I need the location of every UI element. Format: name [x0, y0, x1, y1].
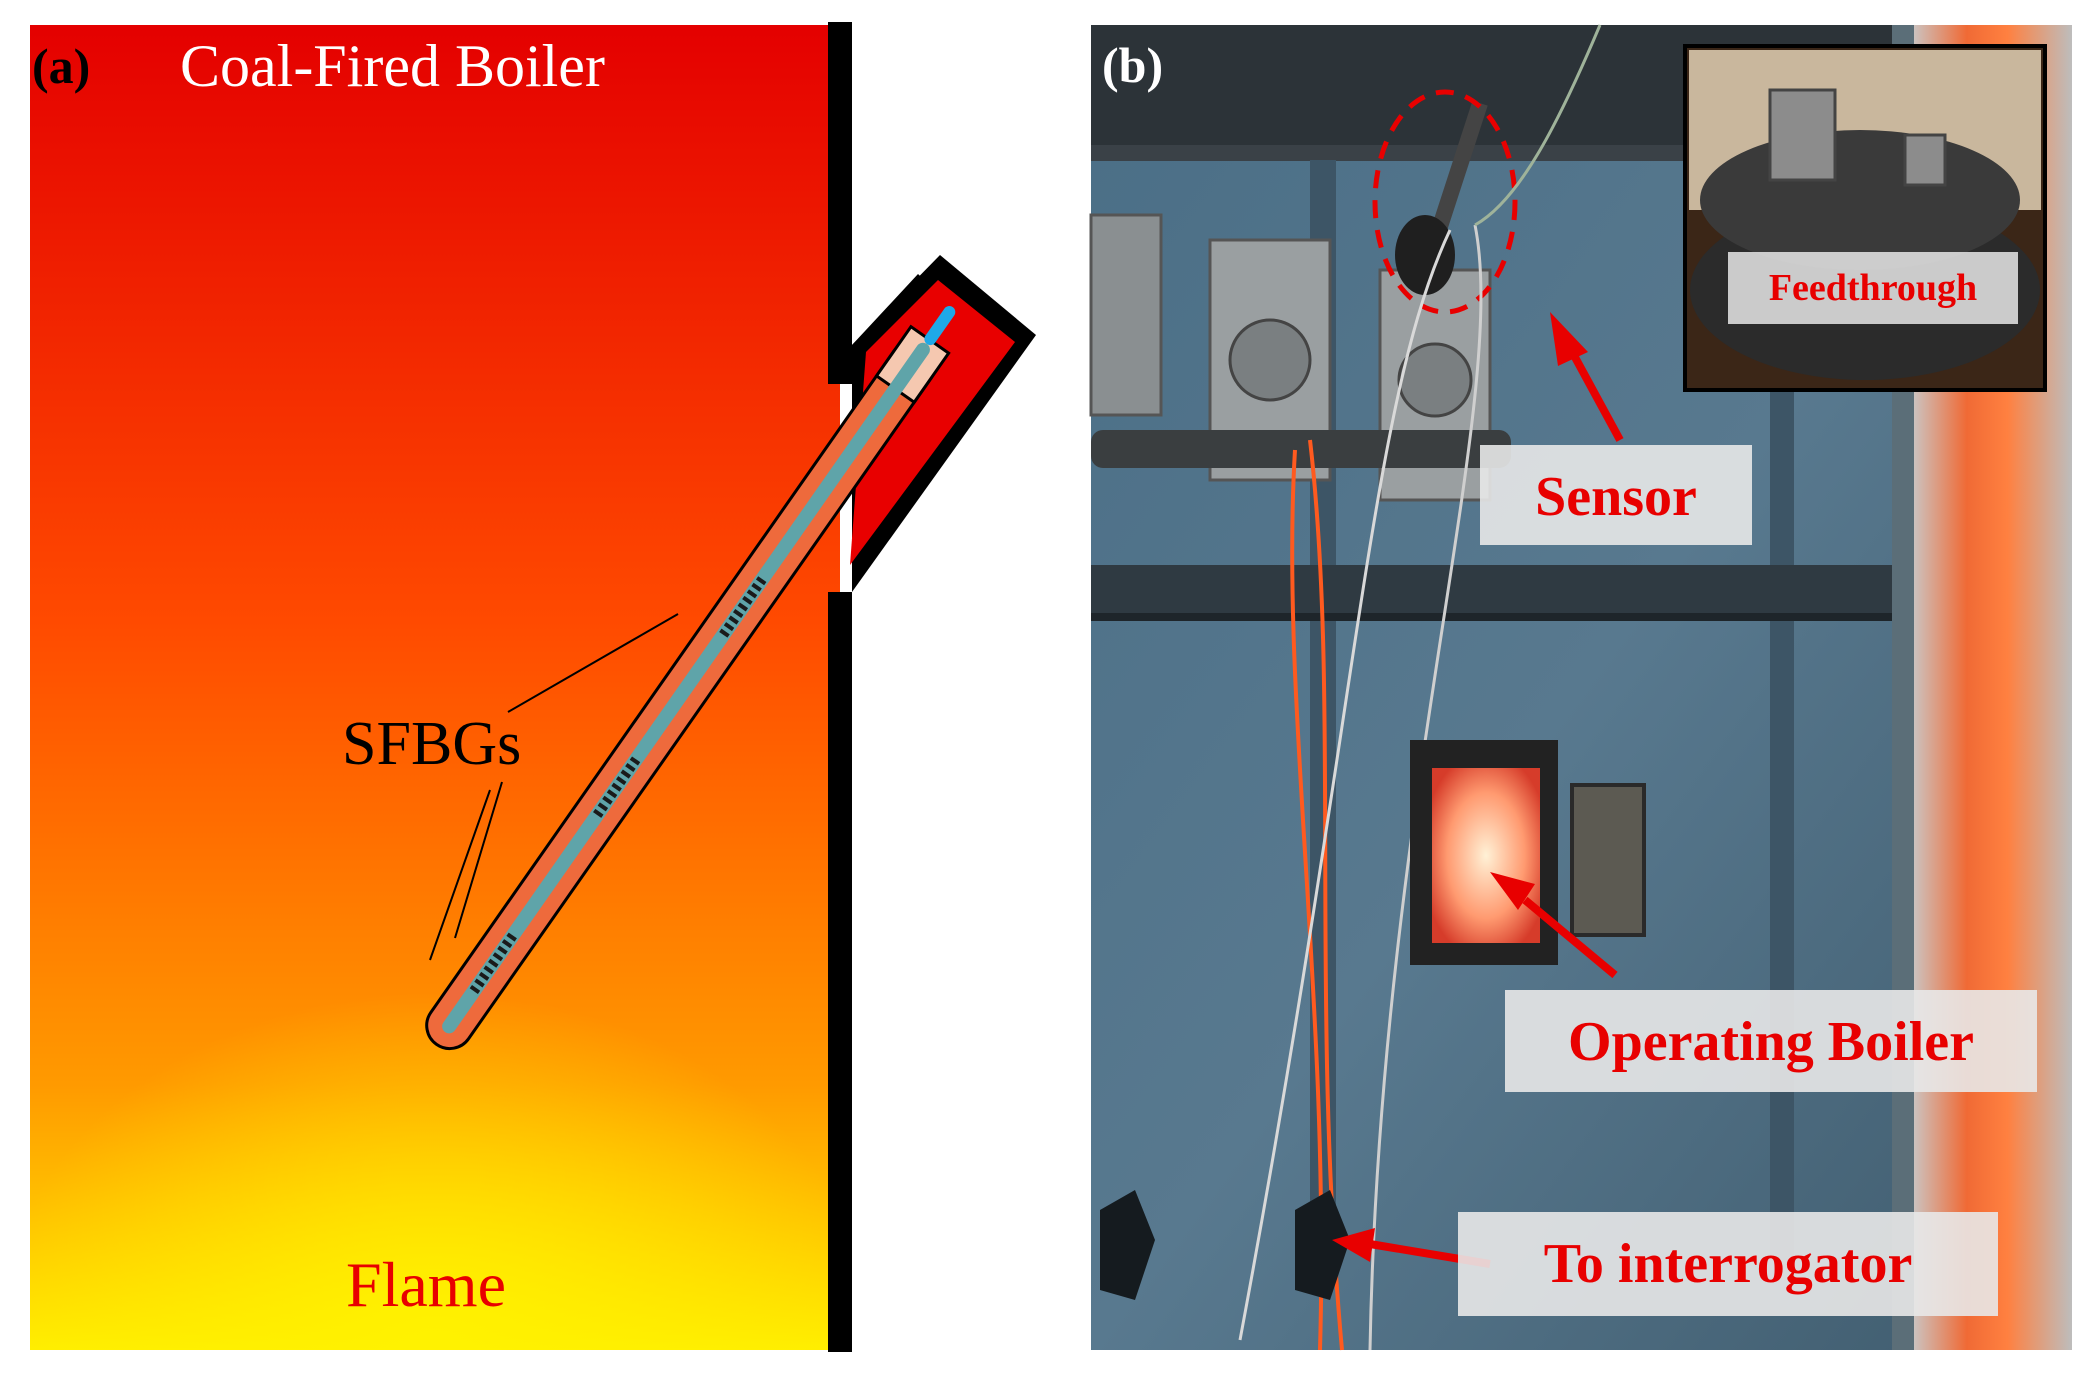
mid-beam — [1091, 565, 1911, 615]
grating-3-mark — [751, 582, 762, 592]
viewport-fire — [1432, 768, 1540, 943]
grating-2-mark — [597, 802, 609, 812]
interrogator-label: To interrogator — [1544, 1233, 1913, 1295]
interrogator-label-box — [1458, 1212, 1998, 1316]
sensor-arrow-shaft — [1566, 346, 1624, 442]
boiler-arrow-head — [1490, 872, 1535, 910]
boiler-schematic: (a) Coal-Fired Boiler SFBGs Flame — [30, 22, 1036, 1352]
inset-label-box — [1728, 252, 2018, 324]
grating-2-mark — [593, 808, 604, 818]
sensor-tube — [1432, 100, 1488, 230]
grating-2-mark — [602, 795, 613, 805]
panel-b-photo: Feedthrough Sensor Operating Boiler To i… — [1080, 0, 2082, 1373]
white-cable-1 — [1238, 229, 1452, 1341]
grating-1-mark — [501, 939, 513, 949]
hex-opening-2 — [1295, 1190, 1350, 1300]
fiber-lead — [924, 306, 956, 346]
grating-2-mark — [625, 763, 636, 773]
grating-2-mark — [620, 769, 632, 779]
sfbg-leader-lines — [429, 613, 679, 961]
boiler-label-box — [1505, 990, 2037, 1092]
grating-1-mark — [492, 952, 504, 962]
hex-opening-1 — [1100, 1190, 1155, 1300]
manifold-pipe — [1091, 430, 1511, 468]
mid-beam-edge — [1091, 613, 1911, 621]
sensor-label: Sensor — [1535, 466, 1697, 528]
sensor-label-box — [1480, 445, 1752, 545]
panel-a-label: (a) — [32, 38, 90, 94]
grating-3-mark — [723, 622, 735, 632]
sensor-callout-ellipse — [1372, 89, 1518, 315]
grating-1-mark — [478, 971, 490, 981]
feedthrough-inset: Feedthrough — [1683, 44, 2047, 392]
feedthrough-nut — [1768, 88, 1837, 182]
panel-a-schematic: (a) Coal-Fired Boiler SFBGs Flame — [30, 22, 1036, 1352]
feedthrough-top — [1700, 130, 2020, 270]
leader-line-upper — [507, 613, 679, 713]
boiler-arrow-shaft — [1522, 896, 1618, 979]
leader-line-low — [429, 789, 491, 961]
grating-1-mark — [469, 984, 481, 995]
sensor-body — [1395, 100, 1488, 295]
flame-label: Flame — [346, 1249, 506, 1320]
boiler-photo: Feedthrough Sensor Operating Boiler To i… — [1089, 24, 2072, 1351]
grating-3-mark — [737, 602, 749, 612]
green-lead — [1474, 24, 1602, 227]
feedthrough-label: Feedthrough — [1769, 267, 1977, 309]
grating-3-mark — [746, 589, 758, 599]
sensor-housing — [1395, 215, 1455, 295]
transmitter-1 — [1089, 213, 1163, 417]
boiler-wall-lower — [828, 592, 852, 1352]
floor-hex-openings — [1100, 1190, 1350, 1300]
leader-line-mid — [454, 781, 503, 939]
feedthrough-fitting — [1903, 133, 1947, 187]
grating-3-mark — [732, 609, 744, 619]
grating-1-mark — [506, 932, 517, 942]
grating-1-mark — [474, 978, 485, 988]
grating-2-mark — [611, 782, 622, 792]
grating-2-mark — [606, 789, 618, 799]
grating-marks — [469, 576, 767, 995]
grating-3-mark — [755, 576, 767, 586]
transmitter-2-dial — [1228, 318, 1312, 402]
sensor-probe — [425, 306, 956, 1051]
sfbgs-label: SFBGs — [342, 710, 521, 778]
grating-3-mark — [728, 615, 739, 625]
optical-fiber — [442, 342, 930, 1034]
interrogator-arrow-head — [1332, 1228, 1375, 1262]
operating-boiler-label: Operating Boiler — [1568, 1011, 1974, 1073]
white-cable-2 — [1368, 224, 1483, 1351]
grating-3-mark — [719, 628, 730, 638]
grating-1-mark — [488, 958, 499, 968]
boiler-title: Coal-Fired Boiler — [180, 33, 605, 99]
grating-1-mark — [483, 965, 494, 975]
furnace-viewport — [1410, 740, 1646, 965]
viewport-door — [1570, 783, 1646, 937]
grating-2-mark — [629, 756, 641, 766]
grating-3-mark — [742, 595, 753, 605]
grating-2-mark — [615, 776, 627, 786]
port-nozzle — [850, 255, 1036, 592]
boiler-wall-upper — [828, 22, 852, 384]
panel-b-label: (b) — [1102, 37, 1163, 93]
sensor-arrow-head — [1550, 312, 1588, 366]
transmitter-3-dial — [1397, 342, 1473, 418]
grating-1-mark — [497, 945, 508, 955]
